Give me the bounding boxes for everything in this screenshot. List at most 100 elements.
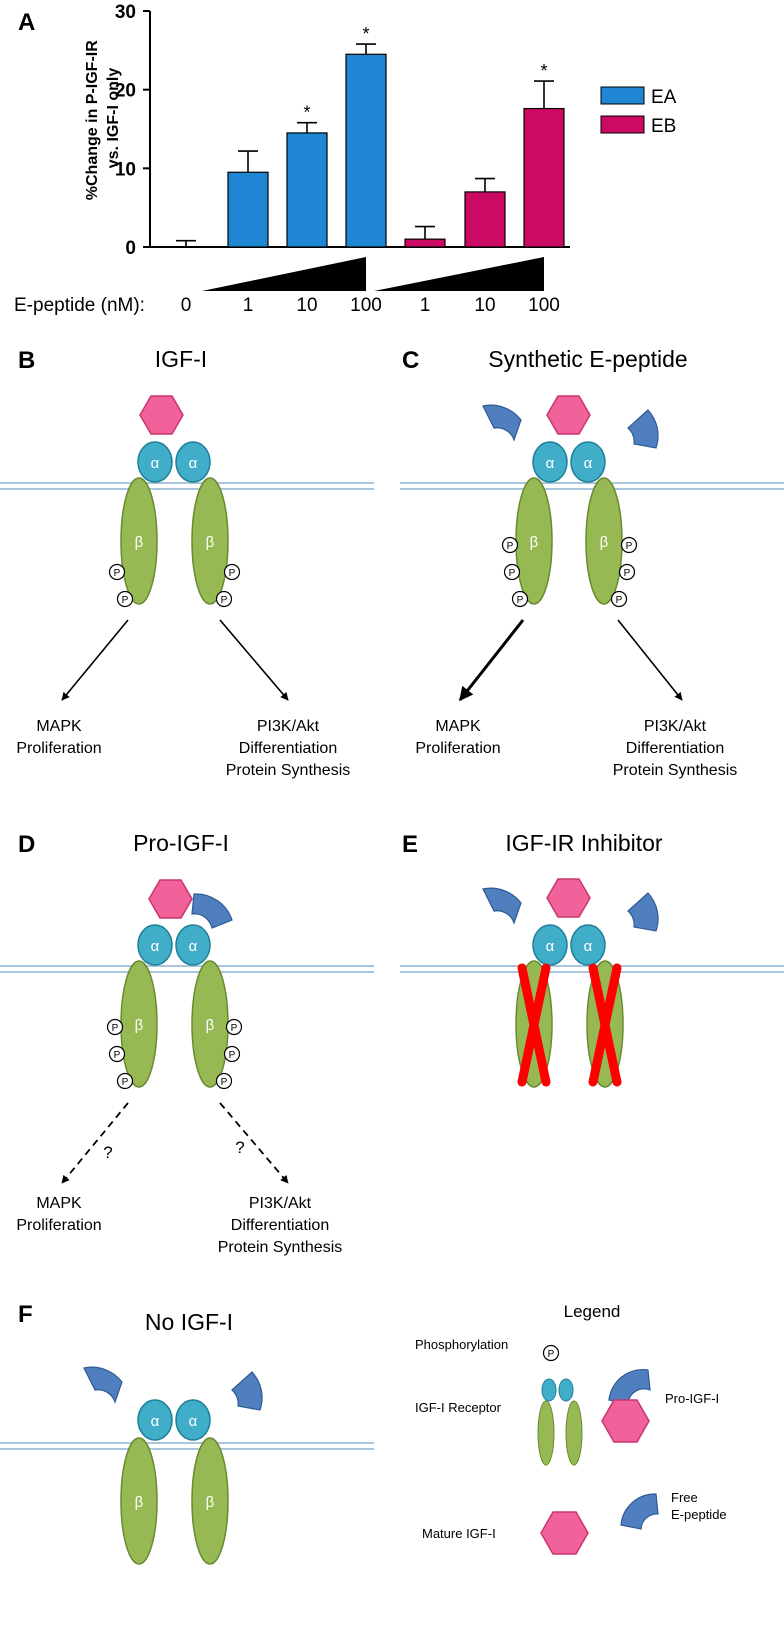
pi3k-arrow — [219, 619, 289, 701]
y-axis-label-line2: vs. IGF-I only — [105, 68, 122, 169]
receptor-alpha-subunit-right — [570, 924, 606, 966]
differentiation-label: Differentiation — [239, 740, 337, 757]
panel-c-letter: C — [402, 347, 419, 374]
legend-ea-swatch — [600, 86, 645, 105]
mapk-label: MAPK — [36, 1195, 82, 1212]
membrane — [0, 482, 374, 490]
alpha-label: α — [189, 455, 198, 472]
legend-receptor-alpha — [541, 1378, 557, 1402]
legend-free-label: Free — [671, 1490, 698, 1505]
significance-marker: * — [362, 24, 369, 44]
membrane — [400, 482, 784, 490]
svg-text:P: P — [548, 1349, 555, 1360]
pi3k-akt-label: PI3K/Akt — [249, 1195, 312, 1212]
bar-ea-100 — [345, 53, 387, 248]
unknown-effect-label: ? — [103, 1143, 112, 1162]
panel-e-letter: E — [402, 831, 418, 858]
svg-text:P: P — [229, 1050, 236, 1061]
legend-pro-igf-i-hexagon — [601, 1399, 650, 1443]
pi3k-akt-label: PI3K/Akt — [257, 718, 320, 735]
beta-label: β — [135, 534, 144, 551]
pro-igf-i-hexagon — [148, 879, 193, 919]
legend-mature-igf-i-hexagon — [540, 1511, 589, 1555]
mature-igf-i-hexagon — [546, 395, 591, 435]
y-tick-label: 30 — [115, 2, 136, 23]
bar-ea-1 — [227, 171, 269, 248]
x-tick-label: 10 — [474, 295, 495, 316]
phosphorylation-site: P — [223, 1045, 241, 1063]
svg-text:P: P — [221, 595, 228, 606]
svg-text:P: P — [231, 1023, 238, 1034]
mapk-arrow — [61, 619, 129, 701]
inhibitor-cross-right — [588, 963, 622, 1087]
mapk-arrow-enhanced — [458, 619, 525, 702]
legend-eb-swatch — [600, 115, 645, 134]
inhibitor-cross-left — [517, 963, 551, 1087]
panel-f-letter: F — [18, 1301, 33, 1328]
beta-label: β — [600, 534, 609, 551]
receptor-alpha-subunit-left — [532, 924, 568, 966]
legend-phosphorylation-label: Phosphorylation — [415, 1337, 508, 1352]
svg-text:P: P — [122, 1077, 129, 1088]
significance-marker: * — [303, 103, 310, 123]
proliferation-label: Proliferation — [16, 740, 101, 757]
y-tick-label: 0 — [125, 238, 136, 259]
legend-receptor-beta — [565, 1400, 583, 1466]
beta-label: β — [206, 1494, 215, 1511]
mapk-label: MAPK — [435, 718, 481, 735]
free-e-peptide — [482, 887, 522, 925]
svg-text:P: P — [229, 568, 236, 579]
differentiation-label: Differentiation — [626, 740, 724, 757]
legend-receptor-beta — [537, 1400, 555, 1466]
protein-synthesis-label: Protein Synthesis — [226, 762, 351, 779]
phosphorylation-site: P — [501, 536, 519, 554]
y-tick-label: 20 — [115, 81, 136, 102]
legend-receptor-alpha — [558, 1378, 574, 1402]
proliferation-label: Proliferation — [16, 1217, 101, 1234]
free-e-peptide — [482, 404, 522, 442]
beta-label: β — [135, 1494, 144, 1511]
receptor-alpha-subunit-right — [570, 441, 606, 483]
y-tick-label: 10 — [115, 159, 136, 180]
phosphorylation-site: P — [618, 563, 636, 581]
free-e-peptide — [83, 1366, 123, 1404]
receptor-alpha-subunit-left — [137, 441, 173, 483]
phosphorylation-site: P — [215, 1072, 233, 1090]
x-tick-label: 0 — [181, 295, 192, 316]
phosphorylation-site: P — [108, 1045, 126, 1063]
pi3k-arrow-dashed — [219, 1102, 289, 1184]
svg-text:P: P — [509, 568, 516, 579]
free-e-peptide — [627, 892, 659, 932]
y-ticks: 0 10 20 30 — [115, 2, 150, 259]
panel-d: D Pro-IGF-I β β α α P P P P P P ? ? MAPK… — [0, 830, 374, 1256]
svg-text:P: P — [122, 595, 129, 606]
beta-label: β — [206, 1017, 215, 1034]
significance-marker: * — [540, 61, 547, 81]
alpha-label: α — [584, 938, 593, 955]
legend-ea-label: EA — [651, 87, 677, 108]
phosphorylation-site: P — [108, 563, 126, 581]
legend-pro-igf-i-label: Pro-IGF-I — [665, 1391, 719, 1406]
bar-ea-10 — [286, 132, 328, 248]
bar-eb-10 — [464, 191, 506, 248]
panel-d-title: Pro-IGF-I — [133, 830, 229, 856]
receptor-alpha-subunit-left — [137, 924, 173, 966]
x-tick-label: 1 — [243, 295, 254, 316]
pro-igf-i-e-peptide — [191, 893, 233, 929]
panel-f: F No IGF-I β β α α — [0, 1301, 374, 1565]
svg-text:P: P — [616, 595, 623, 606]
panel-f-title: No IGF-I — [145, 1309, 233, 1335]
free-e-peptide — [627, 409, 659, 449]
mature-igf-i-hexagon — [546, 878, 591, 918]
beta-label: β — [135, 1017, 144, 1034]
svg-text:P: P — [114, 1050, 121, 1061]
pi3k-akt-label: PI3K/Akt — [644, 718, 707, 735]
pi3k-arrow — [617, 619, 683, 701]
x-tick-label: 100 — [528, 295, 560, 316]
alpha-label: α — [151, 455, 160, 472]
ea-concentration-wedge — [202, 257, 366, 291]
svg-text:P: P — [221, 1077, 228, 1088]
legend-phosphorylation-symbol: P — [542, 1344, 560, 1362]
